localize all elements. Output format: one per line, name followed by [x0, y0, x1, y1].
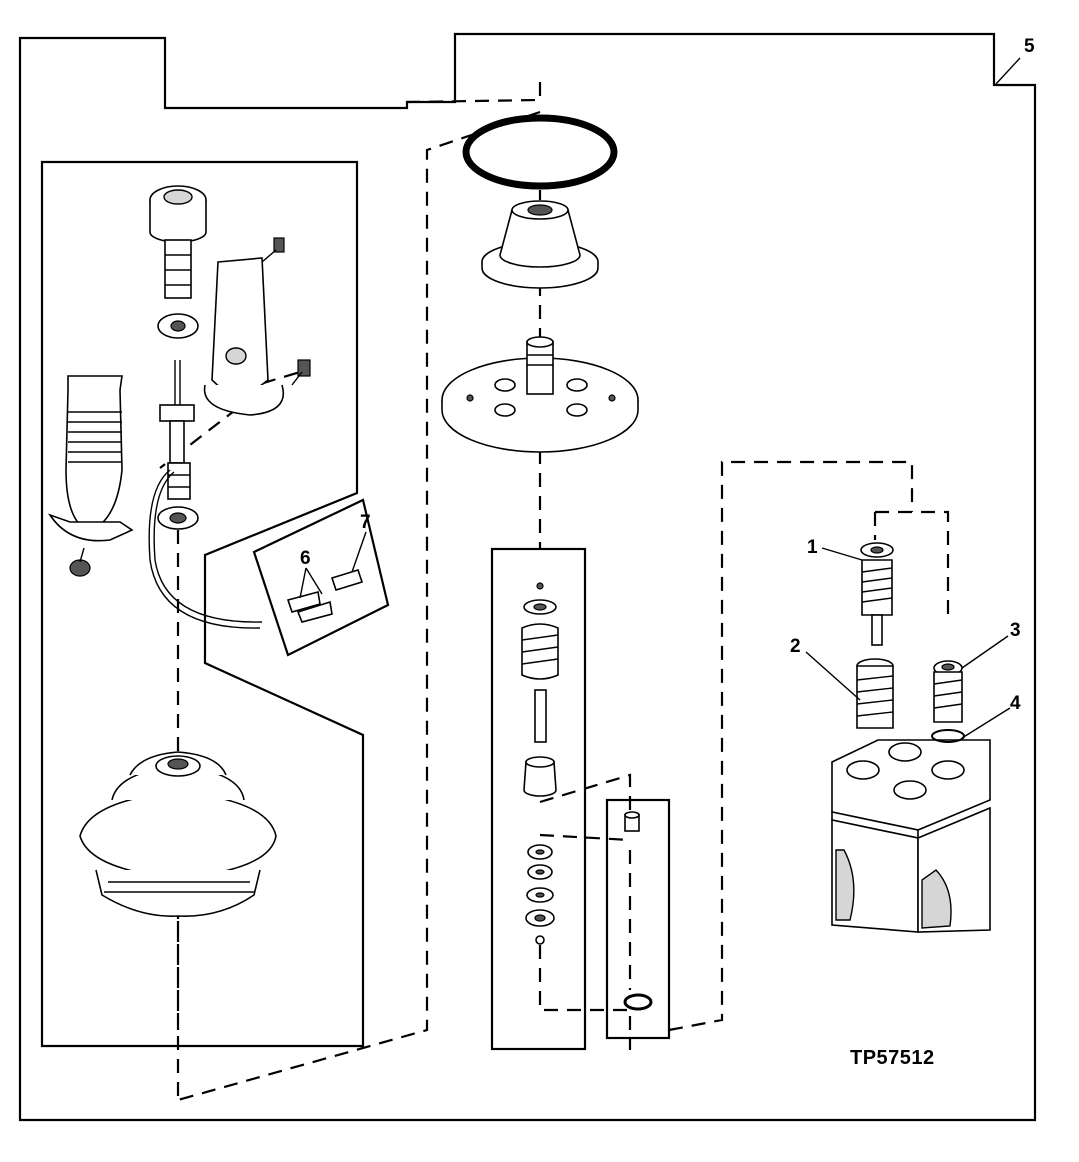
assembly-line-right: [668, 460, 950, 1032]
plunger-spring-1: [860, 542, 894, 646]
leader-6b: [305, 567, 323, 595]
assembly-line-core-bottom: [538, 945, 632, 1050]
valve-body: [831, 739, 991, 933]
valve-core-stack: [521, 582, 559, 945]
cone-plate: [481, 200, 599, 289]
switch-parts-box: [252, 498, 390, 657]
assembly-line-seal-links: [539, 773, 632, 990]
spring-2: [856, 658, 894, 729]
switch-parts: [286, 569, 364, 623]
o-ring-large-highlight: [473, 123, 607, 181]
leader-7: [351, 531, 367, 573]
switch-shaft: [148, 360, 263, 629]
outer-assembly-frame: [18, 32, 1037, 1122]
handle-assembly-frame: [40, 160, 365, 1048]
leader-6a: [299, 567, 307, 599]
callout-4: 4: [1010, 693, 1021, 714]
leader-1: [821, 547, 863, 561]
handle-housing: [203, 237, 311, 416]
leader-5: [995, 57, 1021, 85]
handle-grip: [48, 375, 134, 577]
leader-3: [961, 635, 1009, 669]
callout-7: 7: [360, 512, 371, 533]
valve-core-panel: [490, 547, 587, 1051]
spring-3: [933, 660, 963, 723]
callout-3: 3: [1010, 620, 1021, 641]
o-ring-large: [462, 114, 618, 190]
leader-4: [961, 707, 1011, 739]
figure-id: TP57512: [850, 1047, 935, 1069]
boot-cover: [79, 751, 277, 917]
handle-cap-knob: [149, 185, 207, 339]
callout-2: 2: [790, 636, 801, 657]
callout-6: 6: [300, 548, 311, 569]
seal-kit-parts: [623, 811, 653, 1011]
callout-5: 5: [1024, 36, 1035, 57]
callout-1: 1: [807, 537, 818, 558]
leader-2: [805, 651, 861, 701]
mounting-flange: [441, 336, 639, 453]
assembly-line-outer: [177, 82, 542, 1102]
seal-kit-panel: [605, 798, 671, 1040]
